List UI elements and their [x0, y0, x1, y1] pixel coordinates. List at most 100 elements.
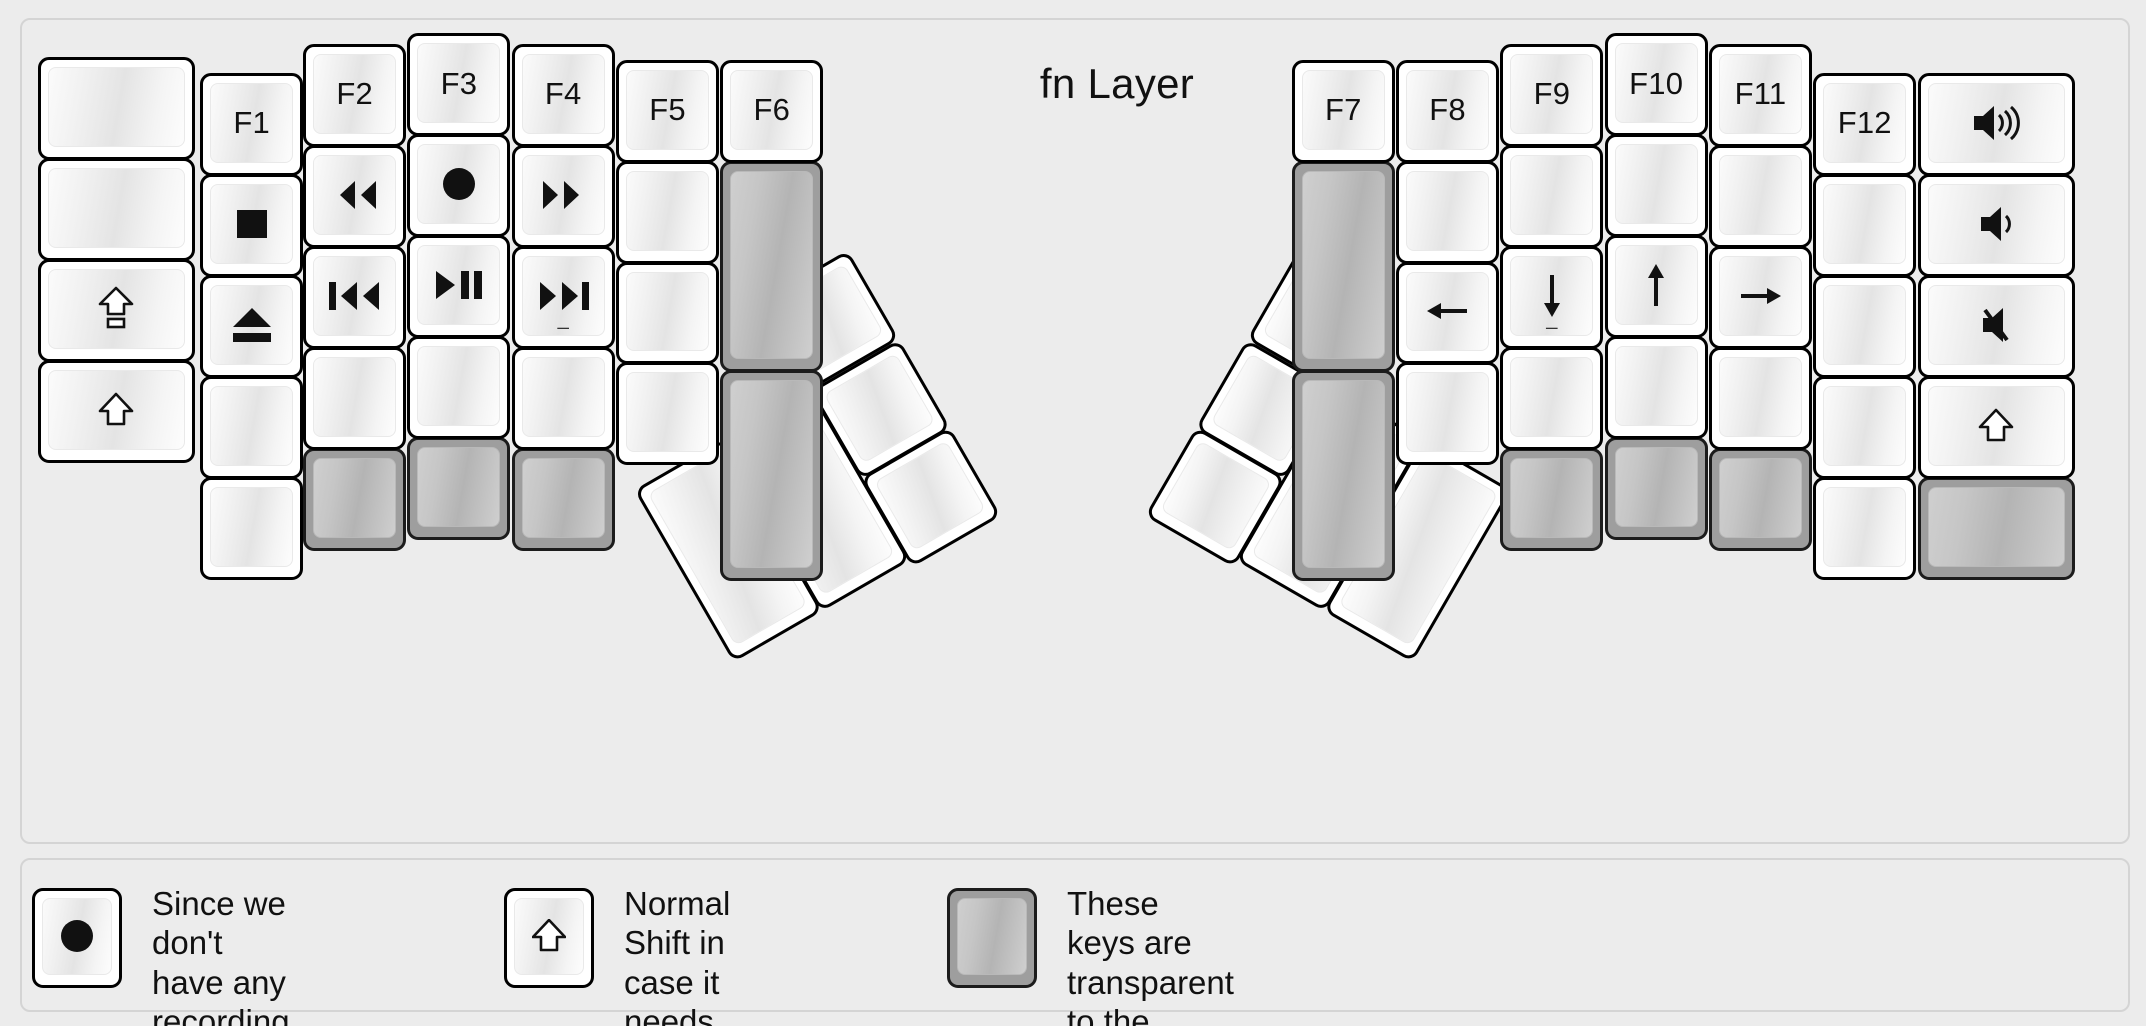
keycap-face — [417, 43, 501, 124]
key-f6[interactable]: F6 — [720, 59, 824, 163]
key-f7[interactable]: F7 — [1291, 59, 1395, 163]
key-blank[interactable] — [37, 56, 195, 160]
keycap-face — [1718, 457, 1802, 538]
key-legend — [619, 365, 716, 462]
volume-mute-icon — [1921, 278, 2072, 375]
key-blank[interactable] — [511, 346, 615, 450]
key-blank[interactable] — [511, 144, 615, 248]
key-f4[interactable]: F4 — [511, 43, 615, 147]
key-legend: F3 — [440, 65, 478, 101]
key-f11[interactable]: F11 — [1708, 43, 1812, 147]
key-blank[interactable] — [616, 362, 719, 466]
media-stop-icon — [203, 177, 300, 274]
key-f9[interactable]: F9 — [1500, 43, 1604, 147]
key-blank[interactable]: _ — [1500, 245, 1604, 349]
key-legend: F7 — [1325, 92, 1362, 128]
key-blank[interactable] — [1500, 346, 1604, 450]
keycap-face — [1301, 69, 1385, 150]
keycap-face — [47, 167, 185, 248]
rewind-icon — [306, 148, 403, 245]
key-legend — [41, 161, 192, 258]
keycap-face — [1406, 69, 1490, 150]
transparent-key[interactable] — [511, 447, 615, 551]
transparent-key[interactable] — [303, 447, 407, 551]
key-blank[interactable] — [200, 173, 304, 277]
key-f10[interactable]: F10 — [1604, 33, 1708, 137]
key-f1[interactable]: F1 — [200, 72, 304, 176]
previous-track-icon — [306, 249, 403, 346]
key-blank[interactable] — [1604, 134, 1708, 238]
transparent-key[interactable] — [1291, 369, 1395, 581]
key-f3[interactable]: F3 — [407, 33, 511, 137]
key-blank[interactable] — [616, 160, 719, 264]
key-blank[interactable] — [37, 258, 195, 362]
transparent-key[interactable] — [1708, 447, 1812, 551]
key-legend — [1712, 148, 1809, 245]
key-blank[interactable] — [200, 476, 304, 580]
key-blank[interactable] — [303, 245, 407, 349]
transparent-key[interactable] — [1917, 476, 2075, 580]
key-blank[interactable] — [407, 336, 511, 440]
key-blank[interactable] — [1813, 173, 1917, 277]
key-blank[interactable] — [1813, 476, 1917, 580]
transparent-key[interactable] — [720, 369, 824, 581]
key-blank[interactable] — [303, 144, 407, 248]
key-blank[interactable] — [1917, 173, 2075, 277]
key-blank[interactable] — [1813, 274, 1917, 378]
key-legend — [1816, 177, 1913, 274]
key-legend — [1503, 451, 1600, 548]
key-blank[interactable] — [407, 134, 511, 238]
keycap-face — [1614, 144, 1698, 225]
key-legend — [1712, 451, 1809, 548]
key-f2[interactable]: F2 — [303, 43, 407, 147]
key-legend — [1712, 350, 1809, 447]
transparent-key[interactable] — [1291, 160, 1395, 372]
keycap-face — [1927, 486, 2065, 567]
key-blank[interactable] — [407, 235, 511, 339]
key-blank[interactable] — [200, 274, 304, 378]
keycap-face — [1823, 82, 1907, 163]
key-blank[interactable] — [1396, 362, 1500, 466]
transparent-key[interactable] — [1604, 437, 1708, 540]
key-legend: F11 — [1734, 76, 1787, 112]
key-blank[interactable] — [616, 261, 719, 365]
keycap-face — [1823, 183, 1907, 264]
key-blank[interactable] — [1917, 72, 2075, 176]
key-blank[interactable] — [1604, 336, 1708, 440]
key-blank[interactable] — [1813, 375, 1917, 479]
key-blank[interactable] — [1708, 346, 1812, 450]
key-blank[interactable] — [37, 359, 195, 463]
keycap-face — [521, 53, 605, 134]
key-f12[interactable]: F12 — [1813, 72, 1917, 176]
key-blank[interactable] — [200, 375, 304, 479]
key-legend — [1399, 365, 1496, 462]
key-blank[interactable]: _ — [511, 245, 615, 349]
key-legend: F9 — [1533, 76, 1571, 112]
key-blank[interactable] — [1917, 375, 2075, 479]
keycap-face — [1406, 372, 1490, 453]
keycap-face — [626, 69, 709, 150]
transparent-key[interactable] — [407, 437, 511, 540]
next-track-icon — [515, 249, 612, 346]
key-legend — [203, 480, 300, 577]
keycap-face — [626, 372, 709, 453]
key-blank[interactable] — [1708, 245, 1812, 349]
key-blank[interactable] — [1708, 144, 1812, 248]
keycap-face — [313, 53, 397, 134]
key-legend — [1295, 164, 1392, 369]
key-blank[interactable] — [1500, 144, 1604, 248]
keycap-face — [1927, 284, 2065, 365]
key-blank[interactable] — [37, 157, 195, 261]
transparent-key[interactable] — [1500, 447, 1604, 551]
key-blank[interactable] — [1396, 160, 1500, 264]
key-blank[interactable] — [1917, 274, 2075, 378]
keycap-face — [1510, 457, 1594, 538]
key-blank[interactable] — [1604, 235, 1708, 339]
key-f8[interactable]: F8 — [1396, 59, 1500, 163]
transparent-key[interactable] — [720, 160, 824, 372]
key-blank[interactable] — [1396, 261, 1500, 365]
key-blank[interactable] — [303, 346, 407, 450]
key-f5[interactable]: F5 — [616, 59, 719, 163]
keycap-face — [313, 154, 397, 235]
key-legend: F4 — [544, 76, 582, 112]
